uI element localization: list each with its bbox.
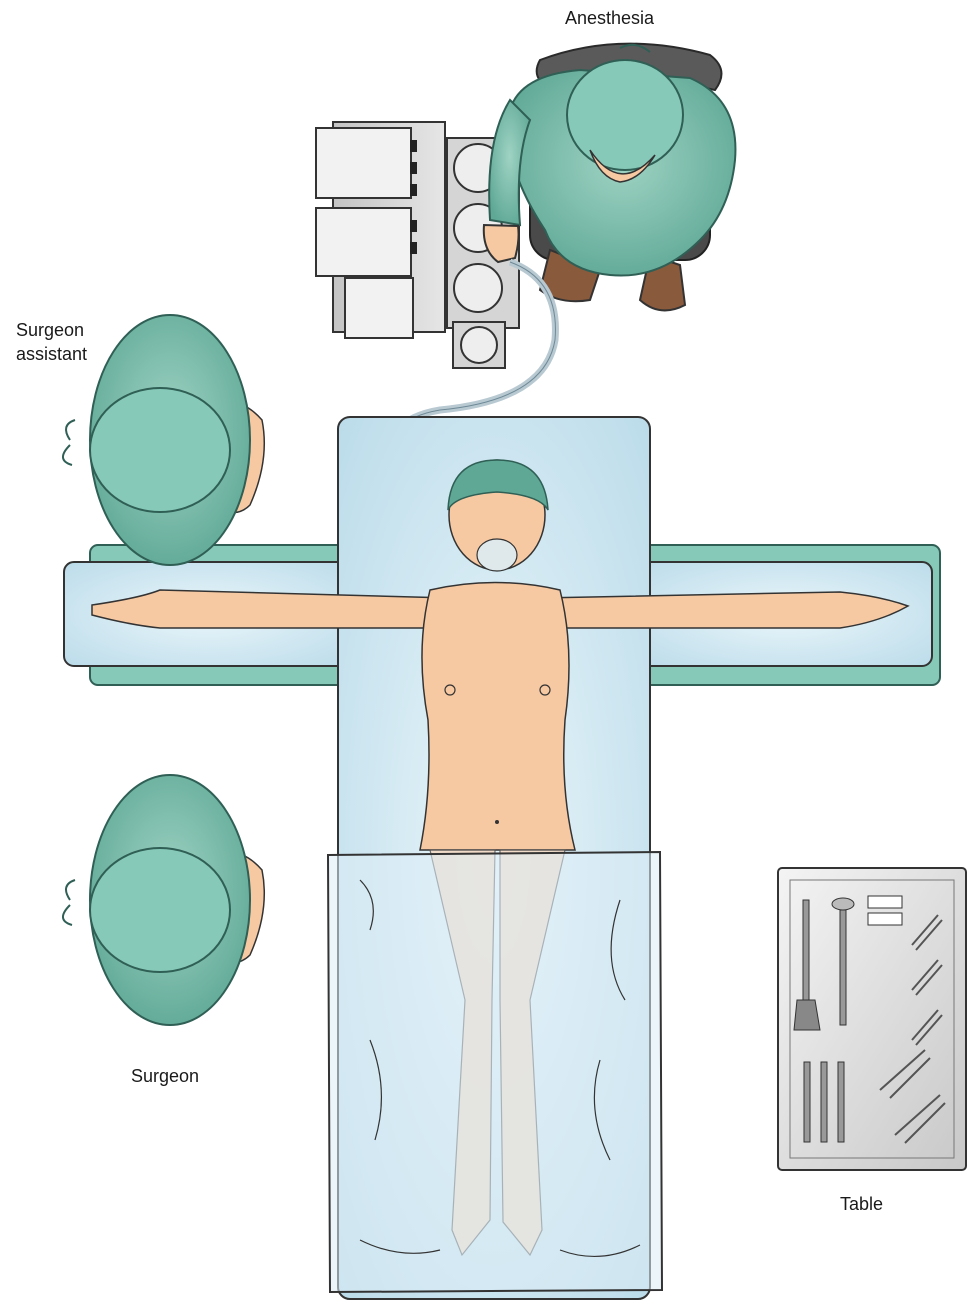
surgeon-assistant-label-line1: Surgeon — [16, 318, 87, 342]
surgeon-assistant-label: Surgeon assistant — [16, 318, 87, 366]
surgeon-assistant-figure — [63, 315, 264, 565]
anesthesia-label: Anesthesia — [565, 6, 654, 30]
surgical-drape — [328, 852, 662, 1292]
table-label: Table — [840, 1192, 883, 1216]
surgeon-figure — [63, 775, 264, 1025]
surgeon-assistant-label-line2: assistant — [16, 342, 87, 366]
instrument-tray — [778, 868, 966, 1170]
surgeon-label: Surgeon — [131, 1064, 199, 1088]
